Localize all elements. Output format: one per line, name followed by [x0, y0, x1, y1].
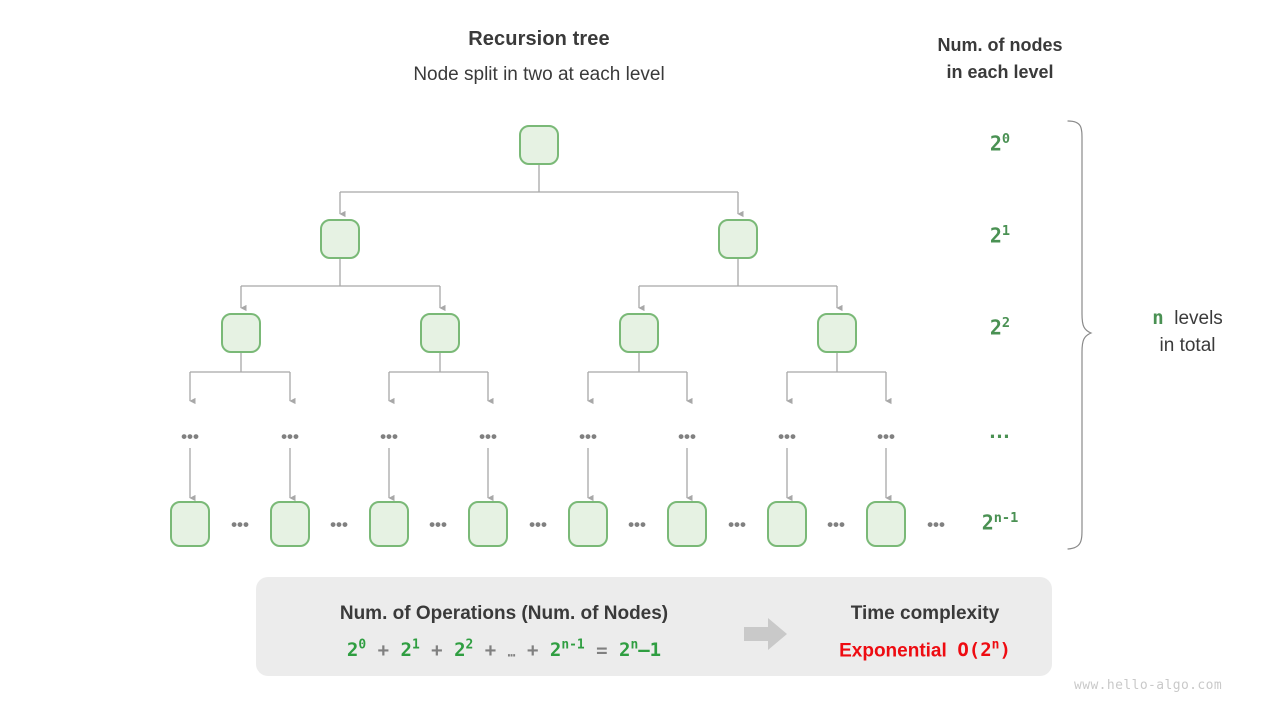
summary-panel	[256, 577, 1052, 676]
tree-ellipsis-row: ••• ••• ••• ••• ••• ••• ••• •••	[181, 427, 895, 446]
levels-brace	[1067, 120, 1093, 550]
formula-result: 2n–1	[618, 638, 662, 662]
recursion-tree-diagram: ••• ••• ••• ••• ••• ••• ••• ••• ••• ••• …	[170, 125, 945, 547]
formula-op-plus: +	[377, 639, 390, 662]
operations-formula: 20 + 21 + 22 + … + 2n-1 = 2n–1	[276, 638, 732, 661]
level-count-base: …	[988, 418, 1012, 443]
flow-arrow-icon	[744, 618, 787, 650]
tree-ellipsis: •••	[877, 427, 895, 446]
page-title: Recursion tree	[468, 28, 610, 50]
tree-edges	[189, 164, 892, 502]
tree-ellipsis: •••	[330, 515, 348, 534]
time-complexity-bigo: O(2n)	[957, 638, 1011, 662]
level-count-base: 2	[989, 223, 1002, 248]
level-count-1: 21	[940, 223, 1060, 248]
tree-ellipsis: •••	[380, 427, 398, 446]
formula-term-2: 22	[454, 638, 474, 662]
tree-node[interactable]	[667, 501, 707, 547]
counts-heading-line1: Num. of nodes	[937, 35, 1063, 55]
level-count-last: 2n-1	[940, 510, 1060, 535]
formula-term-last: 2n-1	[549, 638, 585, 662]
bottom-ellipsis-row: ••• ••• ••• ••• ••• ••• ••• •••	[231, 515, 945, 534]
tree-ellipsis: •••	[579, 427, 597, 446]
tree-node[interactable]	[866, 501, 906, 547]
level-count-ellipsis: …	[940, 418, 1060, 444]
time-complexity-label: Exponential	[839, 640, 947, 662]
tree-node[interactable]	[767, 501, 807, 547]
formula-term-1: 21	[400, 638, 420, 662]
formula-op-plus: +	[431, 639, 443, 662]
tree-ellipsis: •••	[678, 427, 696, 446]
tree-node-root[interactable]	[519, 125, 559, 165]
watermark: www.hello-algo.com	[1074, 678, 1223, 693]
level-count-base: 2	[981, 510, 994, 535]
levels-label-line2: in total	[1159, 335, 1216, 356]
tree-node[interactable]	[718, 219, 758, 259]
tree-ellipsis: •••	[728, 515, 746, 534]
level-count-exp: 1	[1001, 223, 1011, 239]
counts-column-heading: Num. of nodes in each level	[900, 32, 1100, 86]
levels-label-line1: levels	[1174, 308, 1223, 329]
formula-op-plus: +	[526, 639, 539, 662]
tree-ellipsis: •••	[778, 427, 796, 446]
operations-title: Num. of Operations (Num. of Nodes)	[339, 603, 669, 624]
tree-node[interactable]	[221, 313, 261, 353]
formula-op-plus: +	[484, 639, 497, 662]
page-subtitle: Node split in two at each level	[413, 64, 665, 85]
tree-node[interactable]	[568, 501, 608, 547]
tree-node[interactable]	[369, 501, 409, 547]
tree-ellipsis: •••	[927, 515, 945, 534]
level-count-exp: n-1	[993, 510, 1019, 526]
tree-ellipsis: •••	[529, 515, 547, 534]
tree-node[interactable]	[619, 313, 659, 353]
tree-ellipsis: •••	[827, 515, 845, 534]
tree-ellipsis: •••	[231, 515, 249, 534]
level-count-exp: 0	[1001, 131, 1011, 147]
level-count-base: 2	[989, 315, 1002, 340]
level-count-exp: 2	[1001, 315, 1011, 331]
tree-node[interactable]	[270, 501, 310, 547]
tree-ellipsis: •••	[181, 427, 199, 446]
time-complexity-title: Time complexity	[850, 603, 1000, 624]
formula-ellipsis: …	[507, 645, 516, 661]
level-count-base: 2	[989, 131, 1002, 156]
tree-ellipsis: •••	[628, 515, 646, 534]
tree-node[interactable]	[320, 219, 360, 259]
tree-node[interactable]	[817, 313, 857, 353]
tree-ellipsis: •••	[281, 427, 299, 446]
tree-nodes	[170, 125, 906, 547]
tree-node[interactable]	[170, 501, 210, 547]
counts-heading-line2: in each level	[946, 62, 1054, 82]
tree-ellipsis: •••	[429, 515, 447, 534]
tree-ellipsis: •••	[479, 427, 497, 446]
tree-node[interactable]	[420, 313, 460, 353]
formula-term-0: 20	[346, 638, 367, 662]
time-complexity-value: Exponential O(2n)	[800, 638, 1050, 662]
level-count-0: 20	[940, 131, 1060, 156]
levels-n-symbol: n	[1152, 307, 1164, 329]
formula-op-equals: =	[596, 639, 608, 662]
levels-total-label: n levels in total	[1100, 305, 1275, 359]
level-count-2: 22	[940, 315, 1060, 340]
tree-node[interactable]	[468, 501, 508, 547]
